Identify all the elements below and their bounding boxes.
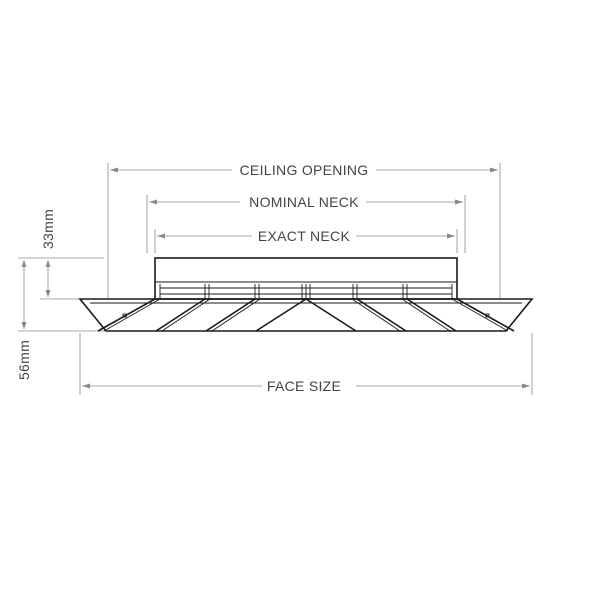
nominal-neck-label: NOMINAL NECK [249,194,359,210]
left-blades [97,298,307,332]
exact-neck-dimension: EXACT NECK [154,228,458,253]
ceiling-opening-dimension: CEILING OPENING [107,162,501,298]
dimension-33mm-label: 33mm [40,209,56,249]
ceiling-opening-label: CEILING OPENING [240,162,369,178]
dimension-56mm-label: 56mm [16,340,32,380]
face-size-label: FACE SIZE [267,378,341,394]
exact-neck-label: EXACT NECK [258,228,351,244]
right-blades [305,298,515,332]
blade-dividers [204,284,408,300]
nominal-neck-dimension: NOMINAL NECK [146,194,466,253]
face-size-dimension: FACE SIZE [79,333,533,395]
face-frame [78,298,534,332]
dimension-56mm: 56mm [16,257,104,380]
diffuser-body [78,257,534,332]
dimension-33mm: 33mm [40,209,104,300]
